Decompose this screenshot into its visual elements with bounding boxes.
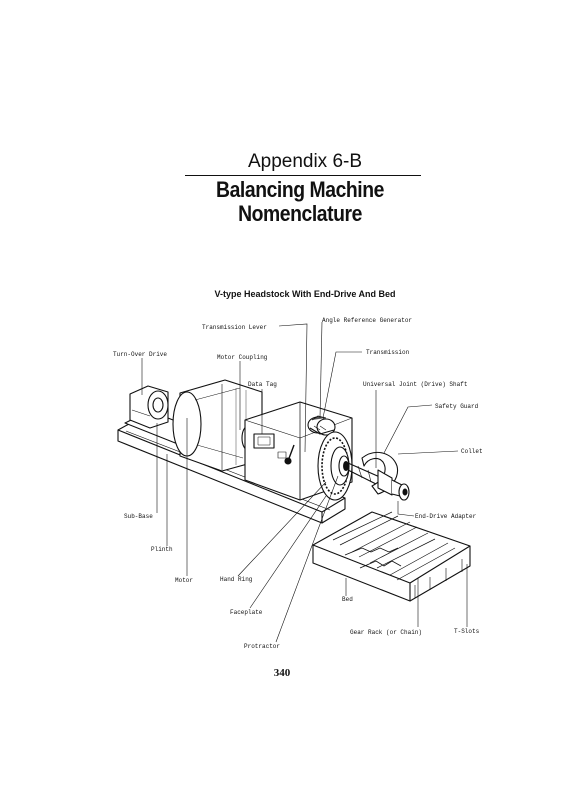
- callout-t-slots: T-Slots: [454, 628, 480, 635]
- title-rule: [185, 175, 421, 176]
- transmission-shape: [307, 415, 336, 436]
- figure-title: V-type Headstock With End-Drive And Bed: [214, 289, 396, 299]
- callout-hand-ring: Hand Ring: [220, 576, 253, 583]
- page-number: 340: [273, 667, 291, 679]
- callout-turn-over-drive: Turn-Over Drive: [113, 351, 167, 358]
- callout-plinth: Plinth: [151, 546, 173, 553]
- callout-data-tag: Data Tag: [248, 381, 277, 388]
- leader-lines: [141, 321, 468, 643]
- callout-safety-guard: Safety Guard: [435, 403, 479, 410]
- appendix-label: Appendix 6-B: [247, 151, 363, 172]
- callout-gear-rack: Gear Rack (or Chain): [350, 629, 422, 636]
- callout-transmission-lever: Transmission Lever: [202, 324, 267, 331]
- universal-joint-shaft-shape: [347, 462, 383, 486]
- title-line-1: Balancing Machine: [216, 177, 384, 202]
- callout-bed: Bed: [342, 596, 353, 603]
- end-drive-adapter-shape: [398, 483, 410, 501]
- gear-rack-shape: [344, 547, 399, 556]
- page-title: Balancing Machine Nomenclature: [186, 178, 415, 226]
- callout-universal-joint-shaft: Universal Joint (Drive) Shaft: [363, 381, 467, 388]
- callout-sub-base: Sub-Base: [124, 513, 153, 520]
- callout-transmission: Transmission: [366, 349, 410, 356]
- faceplate-shape: [317, 431, 353, 501]
- callout-end-drive-adapter: End-Drive Adapter: [415, 513, 477, 520]
- callout-collet: Collet: [461, 448, 483, 455]
- bed-shape: [312, 511, 471, 602]
- machine-illustration: [117, 379, 471, 602]
- callout-angle-reference-generator: Angle Reference Generator: [322, 317, 412, 324]
- callout-protractor: Protractor: [244, 643, 280, 650]
- title-line-2: Nomenclature: [238, 201, 362, 226]
- data-tag-shape: [253, 433, 275, 449]
- callout-motor: Motor: [175, 577, 193, 584]
- turn-over-drive-shape: [129, 385, 169, 429]
- callout-motor-coupling: Motor Coupling: [217, 354, 268, 361]
- callout-faceplate: Faceplate: [230, 609, 263, 616]
